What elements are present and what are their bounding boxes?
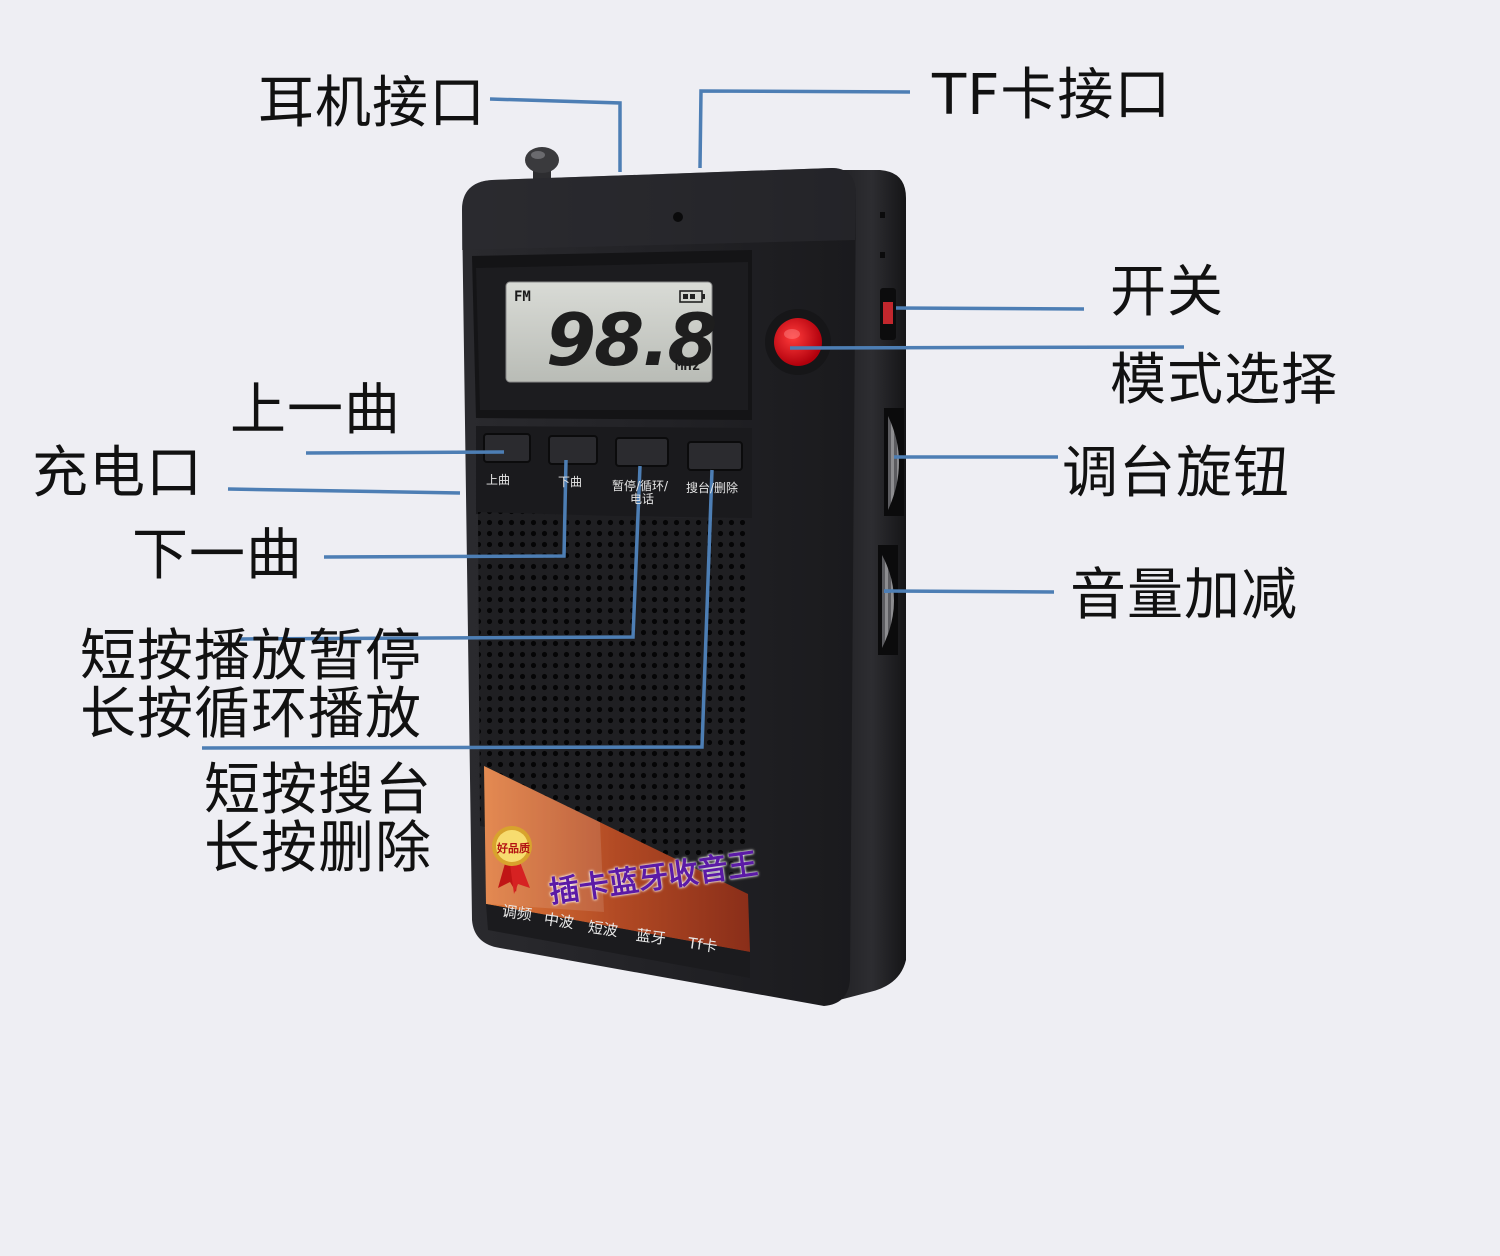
callout-play-pause-line2: 长按循环播放 xyxy=(80,686,422,744)
button-label-prev: 上曲 xyxy=(486,474,510,487)
microphone-hole xyxy=(673,212,683,222)
mode-bluetooth: 蓝牙 xyxy=(635,924,668,949)
mode-sw: 短波 xyxy=(587,916,620,941)
lcd-unit: MHz xyxy=(675,358,700,374)
callout-volume: 音量加减 xyxy=(1070,568,1298,624)
volume-wheel xyxy=(878,545,898,655)
mode-mw: 中波 xyxy=(543,908,576,933)
callout-play-pause: 短按播放暂停 长按循环播放 xyxy=(80,628,422,744)
lcd-band: FM xyxy=(514,289,531,305)
callout-next-track: 下一曲 xyxy=(132,528,303,584)
mode-tf: Tf卡 xyxy=(687,932,719,957)
callout-search: 短按搜台 长按删除 xyxy=(204,762,432,878)
callout-mode-select: 模式选择 xyxy=(1110,353,1338,409)
prev-button xyxy=(484,434,530,462)
callout-search-line1: 短按搜台 xyxy=(204,762,432,820)
next-button xyxy=(549,436,597,464)
button-label-pause-line1: 暂停/循环/ xyxy=(612,479,668,493)
mode-fm: 调频 xyxy=(501,900,534,925)
callout-power-switch: 开关 xyxy=(1110,265,1224,321)
callout-search-line2: 长按删除 xyxy=(204,820,432,878)
search-button xyxy=(688,442,742,470)
callout-play-pause-line1: 短按播放暂停 xyxy=(80,628,422,686)
leader-tf-card xyxy=(700,91,910,168)
button-label-pause: 暂停/循环/ 电话 xyxy=(612,480,668,505)
button-label-pause-line2: 电话 xyxy=(630,492,654,506)
leader-power-switch xyxy=(896,308,1084,309)
tuning-knob xyxy=(884,408,904,516)
callout-headphone-jack: 耳机接口 xyxy=(258,76,486,132)
callout-tuning-knob: 调台旋钮 xyxy=(1062,446,1290,502)
callout-previous-track: 上一曲 xyxy=(230,383,401,439)
callout-charging-port: 充电口 xyxy=(32,446,203,502)
leader-volume xyxy=(884,591,1054,592)
button-label-search: 搜台/删除 xyxy=(686,482,738,495)
leader-previous-track xyxy=(306,452,504,453)
badge-label: 好品质 xyxy=(497,840,530,856)
leader-charging-port xyxy=(228,489,460,493)
button-label-next: 下曲 xyxy=(558,476,582,489)
callout-tf-card-slot: TF卡接口 xyxy=(932,68,1171,124)
power-mode-button xyxy=(765,309,831,375)
pause-button xyxy=(616,438,668,466)
